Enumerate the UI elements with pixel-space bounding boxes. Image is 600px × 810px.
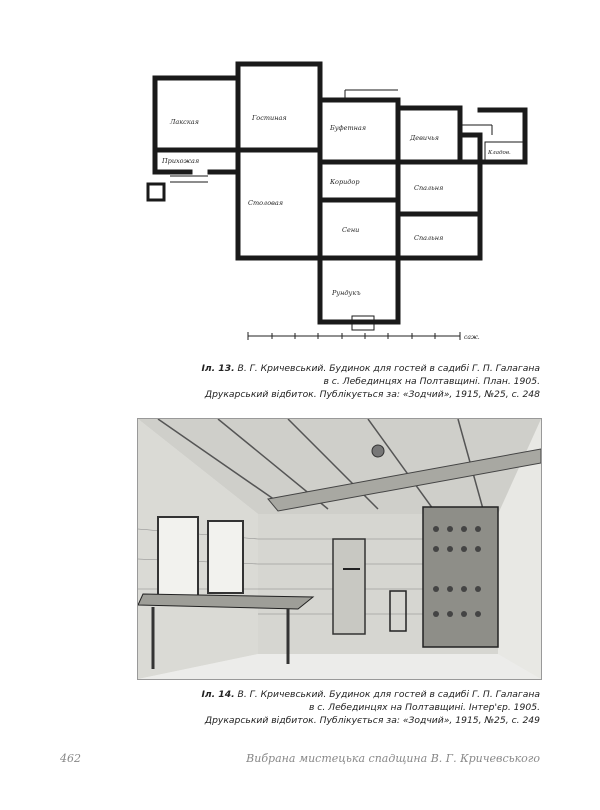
room-label: Буфетная bbox=[329, 124, 366, 132]
floor-plan-drawing: Лакская Гостиная Буфетная Девичья Прихож… bbox=[146, 61, 528, 341]
stove-tile bbox=[461, 546, 467, 552]
floor-plan-figure: Лакская Гостиная Буфетная Девичья Прихож… bbox=[130, 50, 550, 350]
interior-drawing-figure bbox=[137, 418, 542, 680]
room-label: Спальня bbox=[414, 184, 443, 192]
room-label: Спальня bbox=[414, 234, 443, 242]
room-label: Прихожая bbox=[161, 157, 199, 165]
interior-drawing bbox=[138, 419, 541, 679]
window-left bbox=[157, 516, 199, 598]
table-top bbox=[138, 593, 315, 610]
figure-caption-14: Іл. 14. В. Г. Кричевський. Будинок для г… bbox=[100, 688, 540, 727]
stove-tile bbox=[433, 586, 439, 592]
chair bbox=[389, 590, 407, 632]
room-label: Столовая bbox=[248, 199, 283, 207]
porch-left bbox=[146, 182, 166, 202]
stove-tile bbox=[447, 526, 453, 532]
room-wall-1 bbox=[152, 75, 241, 153]
caption-line: В. Г. Кричевський. Будинок для гостей в … bbox=[237, 689, 540, 700]
running-title: Вибрана мистецька спадщина В. Г. Кричевс… bbox=[246, 752, 540, 765]
ceiling-rosette bbox=[371, 444, 385, 458]
room-wall-11 bbox=[395, 211, 483, 261]
window-right bbox=[207, 520, 244, 594]
stove-tile bbox=[447, 586, 453, 592]
room-label: Рундукъ bbox=[331, 289, 361, 297]
scale-unit-label: саж. bbox=[464, 334, 480, 341]
stove-tile bbox=[475, 546, 481, 552]
room-label: Сени bbox=[342, 226, 359, 234]
ceiling-beam bbox=[367, 419, 434, 510]
caption-line: Друкарський відбиток. Публікується за: «… bbox=[204, 389, 540, 400]
room-label: Гостиная bbox=[251, 114, 287, 122]
room-label: Кладов. bbox=[487, 150, 511, 156]
stove-tile bbox=[447, 546, 453, 552]
room-wall-2 bbox=[235, 61, 323, 153]
stove-tile bbox=[433, 526, 439, 532]
caption-label: Іл. 13. bbox=[201, 363, 235, 374]
stove-tile bbox=[433, 546, 439, 552]
page-number: 462 bbox=[60, 752, 81, 765]
caption-line: В. Г. Кричевський. Будинок для гостей в … bbox=[237, 363, 540, 374]
stove-tile bbox=[475, 526, 481, 532]
page-footer: 462 Вибрана мистецька спадщина В. Г. Кри… bbox=[60, 752, 540, 768]
annex-room bbox=[484, 141, 526, 163]
room-label: Коридор bbox=[329, 178, 360, 186]
caption-line: в с. Лебединцях на Полтавщині. План. 190… bbox=[323, 376, 540, 387]
stove-tile bbox=[475, 586, 481, 592]
caption-line: Друкарський відбиток. Публікується за: «… bbox=[204, 715, 540, 726]
room-label: Девичья bbox=[409, 134, 439, 142]
scale-bar bbox=[247, 332, 461, 340]
stove-tile bbox=[475, 611, 481, 617]
stove-tile bbox=[461, 611, 467, 617]
floor bbox=[138, 654, 541, 679]
room-wall-12 bbox=[317, 255, 401, 325]
figure-caption-13: Іл. 13. В. Г. Кричевський. Будинок для г… bbox=[100, 362, 540, 401]
stove-tile bbox=[447, 611, 453, 617]
door bbox=[332, 538, 366, 635]
main-ceiling-girder bbox=[267, 448, 541, 512]
stove-tile bbox=[461, 586, 467, 592]
stove-tile bbox=[461, 526, 467, 532]
room-label: Лакская bbox=[169, 118, 199, 126]
ceiling-beam bbox=[157, 419, 289, 510]
porch-steps bbox=[351, 315, 375, 331]
caption-line: в с. Лебединцях на Полтавщині. Інтер'єр.… bbox=[308, 702, 540, 713]
stove-tile bbox=[433, 611, 439, 617]
caption-label: Іл. 14. bbox=[201, 689, 235, 700]
ceiling bbox=[138, 419, 541, 514]
